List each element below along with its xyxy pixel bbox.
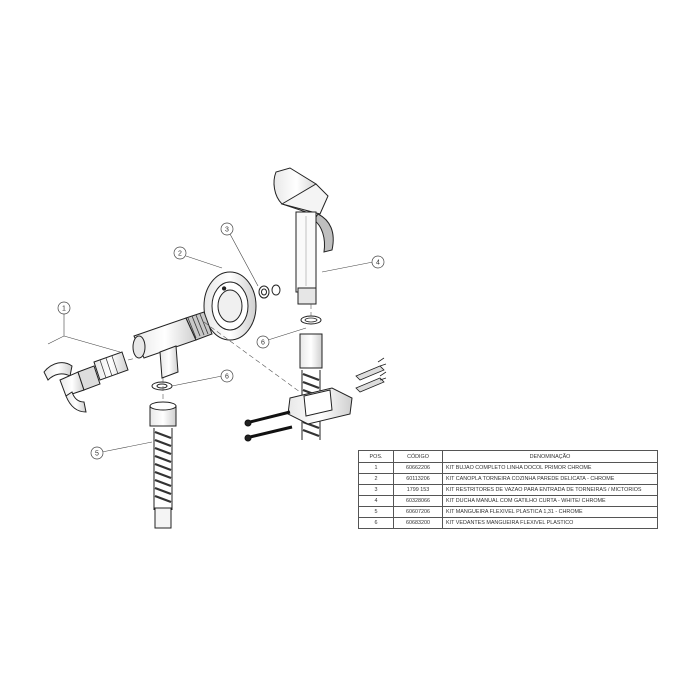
assembly-axis-lines — [127, 304, 312, 402]
flow-restrictor — [258, 284, 281, 299]
shower-holder-bracket — [287, 387, 353, 425]
row-pos: 3 — [358, 484, 394, 496]
callout-label: 4 — [376, 260, 380, 267]
callout-label: 5 — [95, 451, 99, 458]
row-code: 60607206 — [393, 506, 443, 518]
callout-label: 2 — [178, 251, 182, 258]
callout-bubble-4: 4 — [371, 255, 385, 269]
header-code: CÓDIGO — [393, 450, 443, 463]
row-description: KIT DUCHA MANUAL COM GATILHO CURTA - WHI… — [442, 495, 658, 507]
callout-leaders — [47, 233, 374, 453]
svg-text:⊕: ⊕ — [222, 286, 226, 292]
callout-label: 1 — [62, 306, 66, 313]
callout-label: 6 — [225, 374, 229, 381]
callout-bubble-6b: 6 — [220, 369, 234, 383]
wall-plugs — [355, 357, 387, 393]
table-row: 3 1799 153 KIT RESTRITORES DE VAZAO PARA… — [358, 484, 658, 496]
wall-canopy: ⊕ — [203, 271, 257, 341]
row-description: KIT CANOPLA TORNEIRA COZINHA PAREDE DELI… — [442, 473, 658, 485]
table-row: 6 60683200 KIT VEDANTES MANGUEIRA FLEXIV… — [358, 517, 658, 529]
callout-bubble-3: 3 — [220, 222, 234, 236]
row-code: 60683200 — [393, 517, 443, 529]
hand-shower — [273, 167, 334, 305]
table-header-row: POS. CÓDIGO DENOMINAÇÃO — [358, 450, 658, 463]
valve-handle — [43, 351, 129, 413]
wall-screws — [244, 410, 293, 442]
row-pos: 1 — [358, 462, 394, 474]
row-code: 60662206 — [393, 462, 443, 474]
row-code: 60328066 — [393, 495, 443, 507]
row-description: KIT RESTRITORES DE VAZAO PARA ENTRADA DE… — [442, 484, 658, 496]
inlet-hose — [149, 401, 177, 529]
header-description: DENOMINAÇÃO — [442, 450, 658, 463]
callout-label: 6 — [261, 340, 265, 347]
tee-connector — [132, 311, 213, 379]
row-description: KIT MANGUEIRA FLEXIVEL PLASTICA 1,31 - C… — [442, 506, 658, 518]
row-description: KIT BUJAO COMPLETO LINHA DOCOL PRIMOR CH… — [442, 462, 658, 474]
callout-bubble-6a: 6 — [256, 335, 270, 349]
hose-washer-left — [151, 381, 173, 391]
table-row: 5 60607206 KIT MANGUEIRA FLEXIVEL PLASTI… — [358, 506, 658, 518]
row-pos: 4 — [358, 495, 394, 507]
table-row: 2 60113206 KIT CANOPLA TORNEIRA COZINHA … — [358, 473, 658, 485]
row-description: KIT VEDANTES MANGUEIRA FLEXIVEL PLASTICO — [442, 517, 658, 529]
row-code: 1799 153 — [393, 484, 443, 496]
callout-label: 3 — [225, 227, 229, 234]
row-pos: 5 — [358, 506, 394, 518]
table-row: 1 60662206 KIT BUJAO COMPLETO LINHA DOCO… — [358, 462, 658, 474]
parts-list-table: POS. CÓDIGO DENOMINAÇÃO 1 60662206 KIT B… — [358, 450, 658, 529]
callout-bubble-5: 5 — [90, 446, 104, 460]
row-pos: 6 — [358, 517, 394, 529]
row-code: 60113206 — [393, 473, 443, 485]
callout-bubble-2: 2 — [173, 246, 187, 260]
callout-bubble-1: 1 — [57, 301, 71, 315]
table-row: 4 60328066 KIT DUCHA MANUAL COM GATILHO … — [358, 495, 658, 507]
row-pos: 2 — [358, 473, 394, 485]
header-pos: POS. — [358, 450, 394, 463]
